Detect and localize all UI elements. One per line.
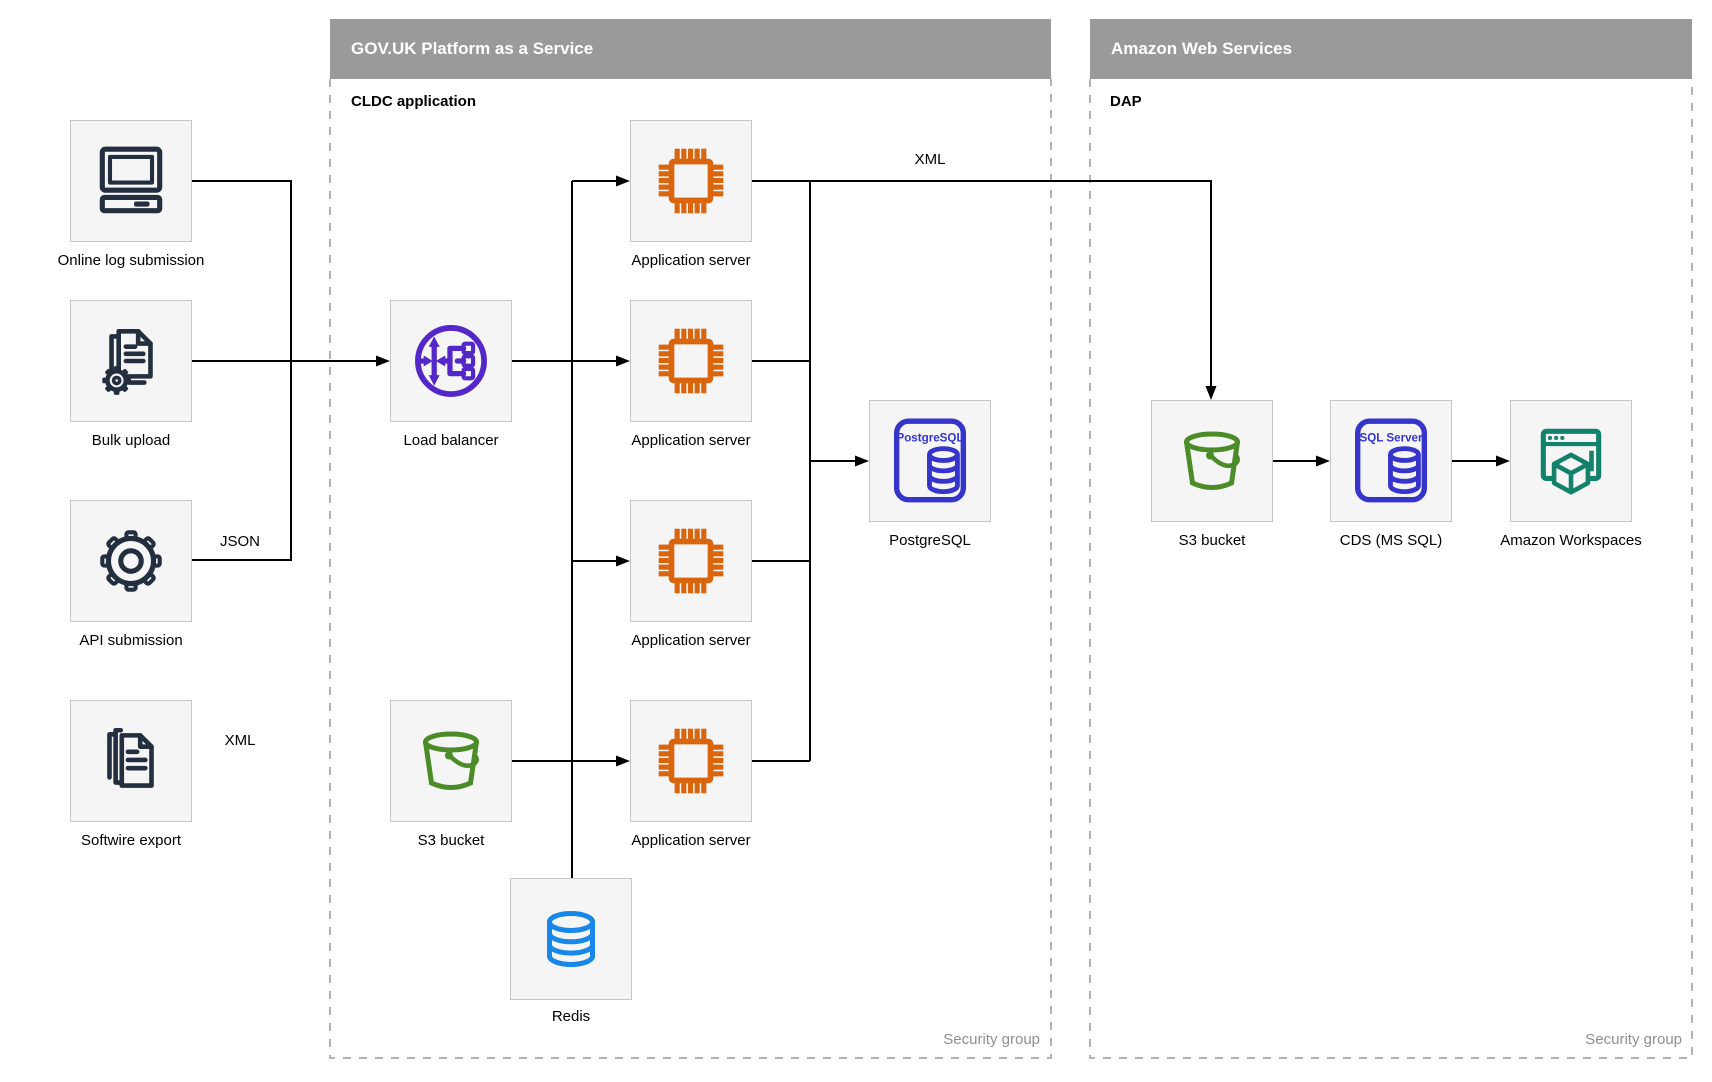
database-icon	[531, 899, 611, 979]
node-bulk-upload	[70, 300, 192, 422]
edge-app1-to-aws-s3	[752, 180, 1212, 386]
paas-title: GOV.UK Platform as a Service	[351, 39, 594, 58]
desktop-computer-icon	[90, 140, 172, 222]
node-label: Bulk upload	[91, 432, 171, 449]
postgresql-icon-text: PostgreSQL	[896, 432, 963, 445]
node-label: S3 bucket	[417, 832, 485, 849]
edge-label-xml-softwire: XML	[224, 732, 256, 749]
sql-server-icon-text: SQL Server	[1359, 432, 1423, 445]
node-label: Application server	[631, 632, 751, 649]
node-amazon-workspaces	[1510, 400, 1632, 522]
node-label: Application server	[631, 252, 751, 269]
node-label: Redis	[551, 1008, 591, 1025]
paas-subtitle: CLDC application	[351, 93, 477, 110]
load-balancer-icon	[409, 319, 493, 403]
s3-bucket-icon	[1172, 421, 1252, 501]
chip-icon	[650, 320, 732, 402]
node-label: S3 bucket	[1178, 532, 1246, 549]
node-app-server-2	[630, 300, 752, 422]
edge-sources-merge	[192, 180, 292, 561]
node-label: Load balancer	[403, 432, 499, 449]
aws-header-bar: Amazon Web Services	[1090, 19, 1692, 79]
node-api-submission	[70, 500, 192, 622]
node-app-server-4	[630, 700, 752, 822]
node-s3-bucket-paas	[390, 700, 512, 822]
node-label: Application server	[631, 832, 751, 849]
gear-icon	[90, 520, 172, 602]
node-label: Online log submission	[57, 252, 205, 269]
node-online-log-submission	[70, 120, 192, 242]
node-label: CDS (MS SQL)	[1339, 532, 1443, 549]
documents-stack-icon	[90, 720, 172, 802]
node-label: Amazon Workspaces	[1500, 532, 1642, 549]
aws-container-border	[1089, 79, 1693, 1059]
node-label: PostgreSQL	[889, 532, 971, 549]
node-softwire-export	[70, 700, 192, 822]
node-app-server-3	[630, 500, 752, 622]
postgresql-icon: PostgreSQL	[887, 418, 973, 504]
node-label: Softwire export	[80, 832, 182, 849]
node-s3-bucket-aws	[1151, 400, 1273, 522]
node-label: Application server	[631, 432, 751, 449]
paas-security-group-label: Security group	[943, 1031, 1040, 1048]
node-redis	[510, 878, 632, 1000]
aws-security-group-label: Security group	[1585, 1031, 1682, 1048]
node-load-balancer	[390, 300, 512, 422]
arrowheads	[376, 175, 1510, 767]
aws-subtitle: DAP	[1110, 93, 1142, 110]
edges	[192, 180, 1496, 878]
node-postgresql: PostgreSQL	[869, 400, 991, 522]
aws-title: Amazon Web Services	[1111, 39, 1293, 58]
edge-label-json: JSON	[219, 533, 260, 550]
chip-icon	[650, 520, 732, 602]
workspaces-icon	[1530, 420, 1612, 502]
edge-apps-collector	[752, 181, 811, 762]
node-cds-ms-sql: SQL Server	[1330, 400, 1452, 522]
chip-icon	[650, 720, 732, 802]
sql-server-icon: SQL Server	[1348, 418, 1434, 504]
edge-label-xml-to-aws: XML	[914, 151, 946, 168]
chip-icon	[650, 140, 732, 222]
node-app-server-1	[630, 120, 752, 242]
node-label: API submission	[79, 632, 183, 649]
s3-bucket-icon	[411, 721, 491, 801]
paas-header-bar: GOV.UK Platform as a Service	[330, 19, 1051, 79]
document-gear-icon	[90, 320, 172, 402]
